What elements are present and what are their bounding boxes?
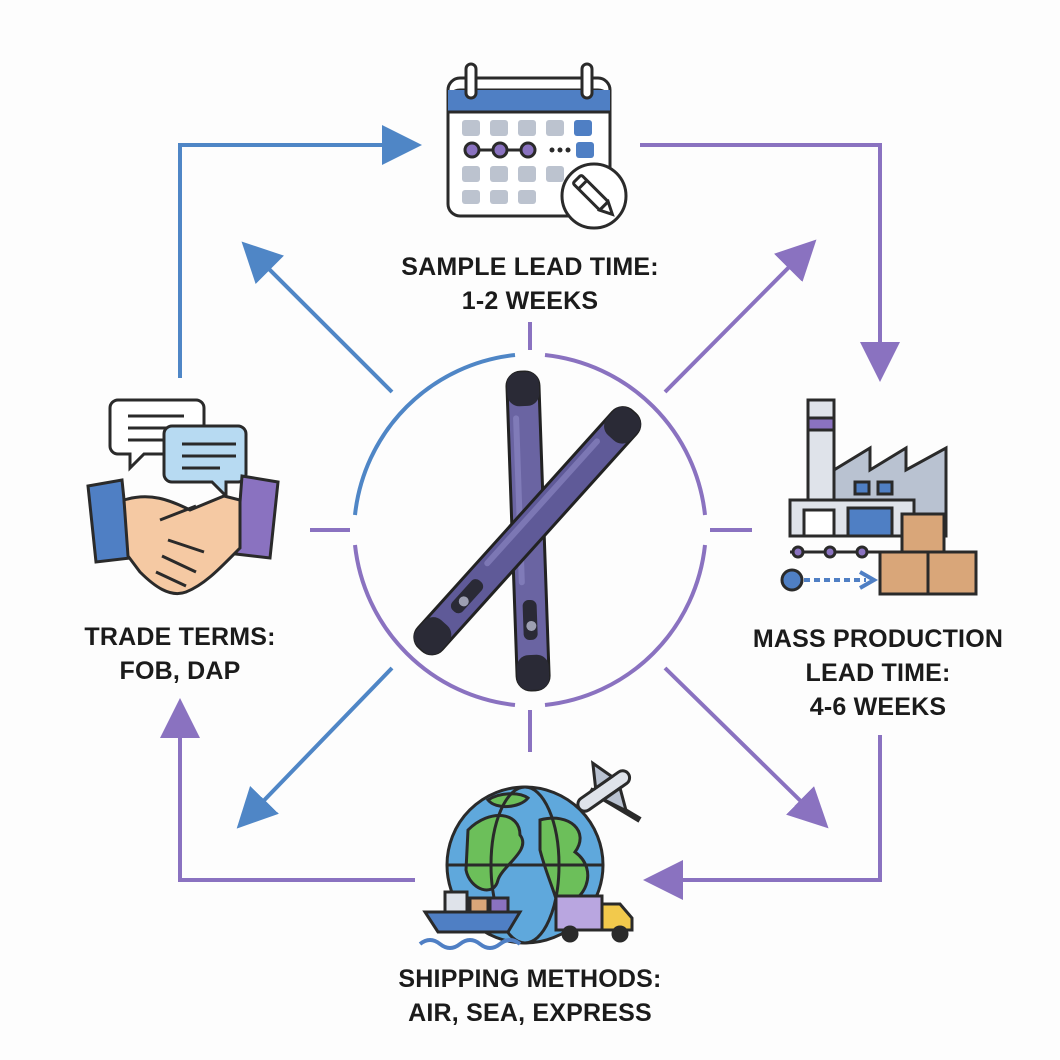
connector-shipping-to-trade xyxy=(160,698,415,882)
connector-sample-to-production xyxy=(640,143,900,382)
shipping-methods-value: AIR, SEA, EXPRESS xyxy=(408,999,652,1027)
ring-arc-top-right xyxy=(544,353,707,516)
mass-production-title: MASS PRODUCTION xyxy=(752,625,1004,653)
calendar-icon xyxy=(446,62,628,230)
pen-icon xyxy=(413,370,642,692)
sample-lead-time-label: SAMPLE LEAD TIME: 1-2 WEEKS xyxy=(360,250,700,318)
outer-cycle-connectors xyxy=(160,125,900,900)
shipping-methods-label: SHIPPING METHODS: AIR, SEA, EXPRESS xyxy=(350,962,710,1030)
arrow-to-bottom-right xyxy=(663,666,829,829)
arrow-to-bottom-left xyxy=(236,666,394,829)
handshake-icon xyxy=(86,398,280,595)
arrow-to-top-left xyxy=(241,241,394,394)
trade-terms-label: TRADE TERMS: FOB, DAP xyxy=(60,620,300,688)
mass-production-subtitle: LEAD TIME: xyxy=(805,659,951,687)
trade-terms-title: TRADE TERMS: xyxy=(84,623,276,651)
ring-arc-top-left xyxy=(353,353,516,516)
ring-arc-bottom-left xyxy=(353,544,516,707)
ring-arc-bottom-right xyxy=(544,544,707,707)
connector-production-to-shipping xyxy=(643,735,882,900)
arrow-to-top-right xyxy=(663,239,817,394)
shipping-methods-title: SHIPPING METHODS: xyxy=(398,965,662,993)
globe-icon xyxy=(418,760,642,950)
center-ring xyxy=(310,322,752,752)
factory-icon xyxy=(780,398,978,596)
connector-trade-to-sample xyxy=(178,125,422,378)
mass-production-value: 4-6 WEEKS xyxy=(809,693,947,721)
sample-lead-time-title: SAMPLE LEAD TIME: xyxy=(401,253,659,281)
mass-production-label: MASS PRODUCTION LEAD TIME: 4-6 WEEKS xyxy=(728,622,1028,724)
trade-terms-value: FOB, DAP xyxy=(119,657,241,685)
sample-lead-time-value: 1-2 WEEKS xyxy=(461,287,599,315)
diagonal-arrows xyxy=(236,239,829,829)
